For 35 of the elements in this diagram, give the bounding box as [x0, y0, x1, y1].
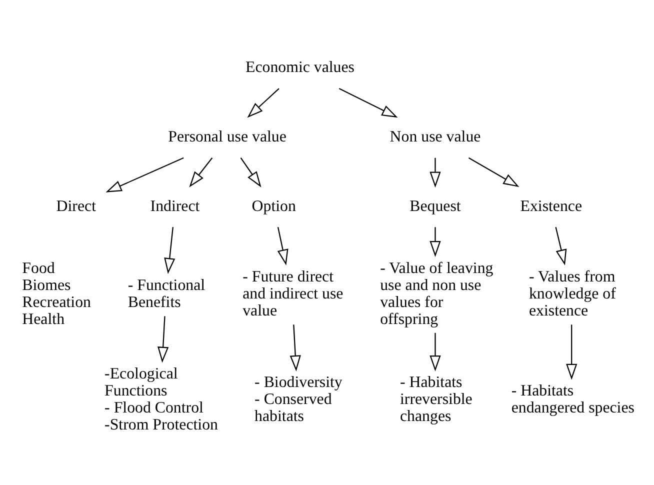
arrow	[158, 316, 169, 362]
node-text: - Biodiversity - Conserved habitats	[254, 373, 342, 425]
node-text: Option	[252, 197, 296, 214]
arrow	[555, 226, 567, 265]
node-text: - Future direct and indirect use value	[242, 268, 344, 319]
arrow	[338, 88, 398, 118]
arrow	[247, 88, 280, 118]
label: Health	[22, 310, 65, 328]
arrow	[164, 226, 176, 274]
node-text: Economic values	[246, 58, 355, 76]
label: Recreation	[22, 293, 91, 310]
arrow	[189, 157, 213, 187]
arrow	[430, 332, 441, 371]
arrow	[106, 156, 184, 192]
node-text: - Values from knowledge of existence	[528, 268, 616, 319]
node-text: Direct	[56, 197, 96, 214]
arrow	[566, 324, 578, 380]
node-text: Bequest	[410, 197, 461, 214]
node-text: Indirect	[150, 197, 200, 214]
arrow	[430, 226, 441, 256]
node-text: - Habitats irreversible changes	[400, 373, 472, 425]
arrow	[468, 156, 520, 186]
node-text: - Habitats endangered species	[511, 382, 634, 416]
node-text: - Value of leaving use and non use values for offspring	[380, 259, 494, 328]
arrow	[277, 226, 288, 265]
node-text: -Ecological Functions - Flood Control -Strom Protection	[104, 364, 218, 434]
arrow	[290, 324, 301, 371]
arrow	[240, 157, 262, 187]
node-text: Non use value	[390, 128, 481, 146]
node-text: Existence	[520, 197, 582, 214]
arrow	[430, 157, 441, 188]
label: Food	[22, 259, 55, 276]
node-text: Personal use value	[168, 128, 286, 146]
label: Biomes	[22, 276, 71, 294]
node-text: - Functional Benefits	[128, 276, 206, 310]
